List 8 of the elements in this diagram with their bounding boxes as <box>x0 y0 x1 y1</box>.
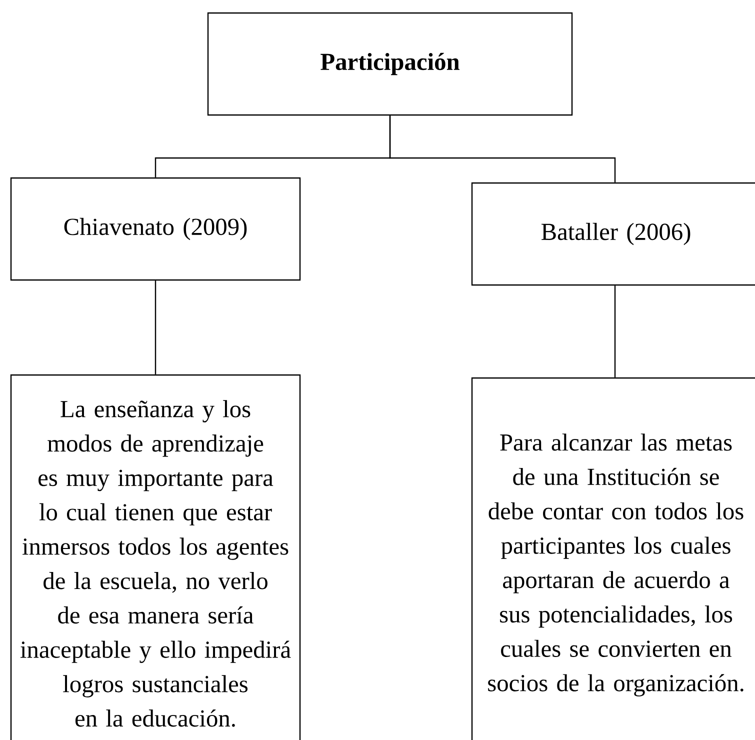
title-box: Participación <box>207 12 573 116</box>
author-box: Chiavenato (2009) <box>10 177 301 281</box>
quote-box: Para alcanzar las metas de una Institución se debe contar con todos los participantes los cuales aportaran de acuerdo a sus potencialidades, los cuales se convierten en socios de la organización. <box>471 377 755 740</box>
quote-box: La enseñanza y los modos de aprendizaje es muy importante para lo cual tienen que estar inmersos todos los agentes de la escuela, no verlo de esa manera sería inaceptable y ello impedirá logros sustanciales en la educación. <box>10 374 301 740</box>
author-box: Bataller (2006) <box>471 182 755 286</box>
connector-line <box>154 280 156 374</box>
connector-line <box>389 116 616 182</box>
connector-line <box>614 286 616 378</box>
